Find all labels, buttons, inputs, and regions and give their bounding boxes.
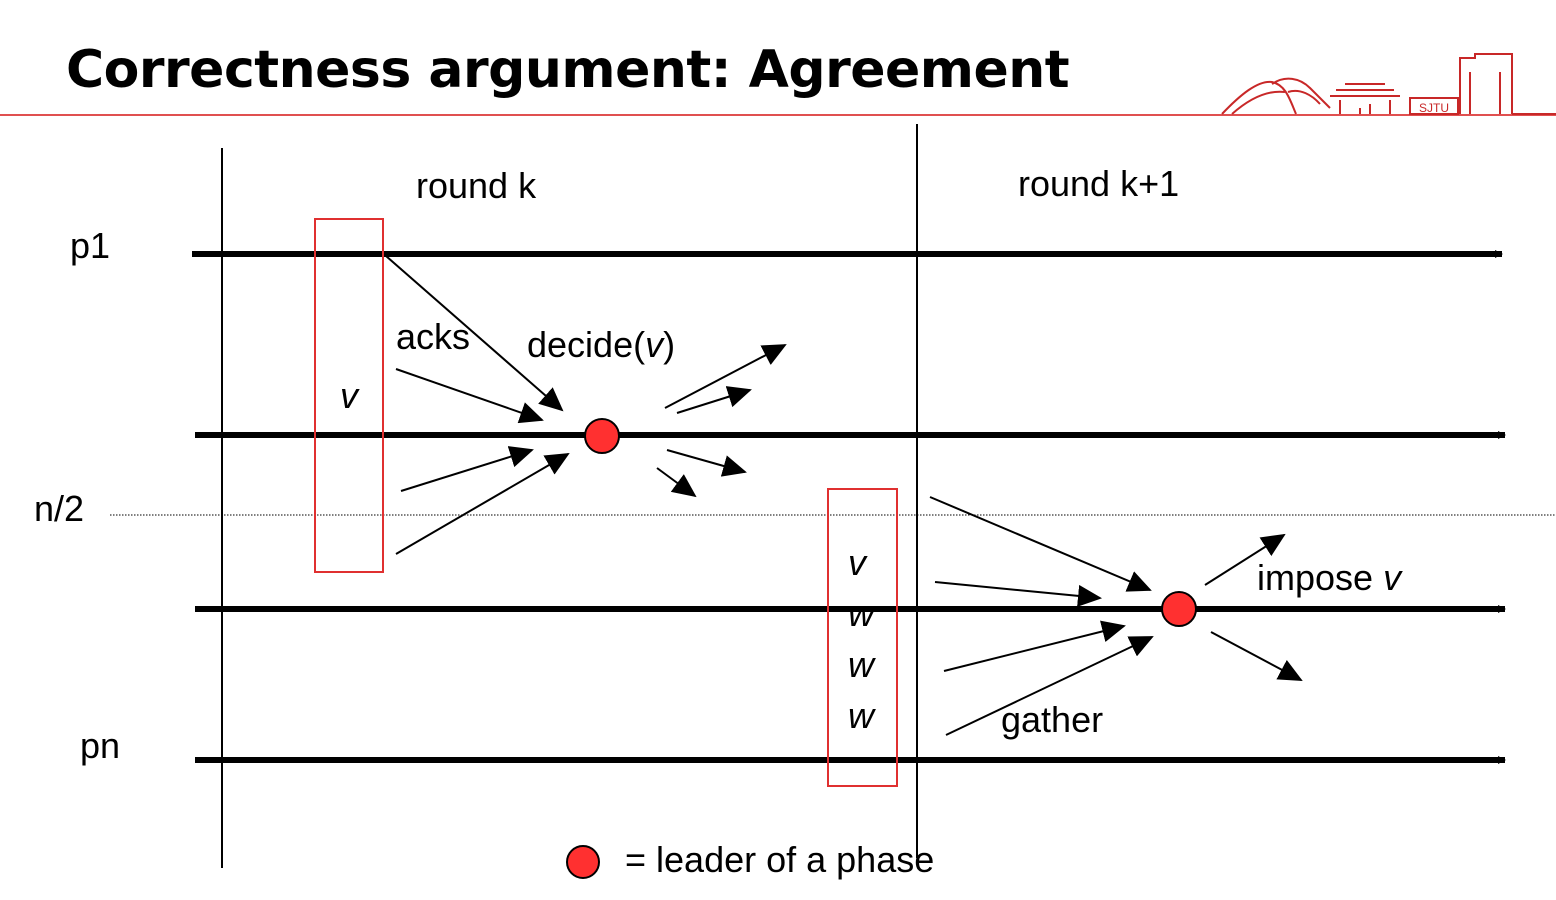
round-k1-box-value-3: w	[848, 644, 876, 685]
process-label-n2: n/2	[34, 488, 84, 529]
process-label-pn: pn	[80, 725, 120, 766]
gather-arrows	[929, 496, 1154, 736]
round-k1-box-value-2: w	[848, 593, 876, 634]
round-k-leader-dot	[584, 418, 620, 454]
round-k1-box-value-1: v	[848, 542, 868, 583]
decide-label: decide(v)	[527, 324, 675, 365]
process-label-p1: p1	[70, 225, 110, 266]
acks-label: acks	[396, 316, 470, 357]
impose-arrows	[1204, 533, 1303, 681]
decide-arrows	[656, 344, 787, 498]
sjtu-logo	[1221, 53, 1556, 115]
round-k-label: round k	[416, 165, 537, 206]
legend-leader-dot	[566, 845, 600, 879]
slide-title: Correctness argument: Agreement	[66, 40, 1070, 100]
acks-arrows	[385, 255, 570, 555]
sjtu-logo-text: SJTU	[1419, 101, 1449, 115]
round-k1-label: round k+1	[1018, 163, 1179, 204]
impose-label: impose v	[1257, 557, 1403, 598]
round-k-box-value: v	[340, 375, 360, 416]
legend-text: = leader of a phase	[625, 839, 934, 880]
gather-label: gather	[1001, 699, 1103, 740]
round-k1-value-box	[827, 488, 898, 787]
round-k-value-box	[314, 218, 384, 573]
round-k1-box-value-4: w	[848, 695, 876, 736]
round-k1-leader-dot	[1161, 591, 1197, 627]
